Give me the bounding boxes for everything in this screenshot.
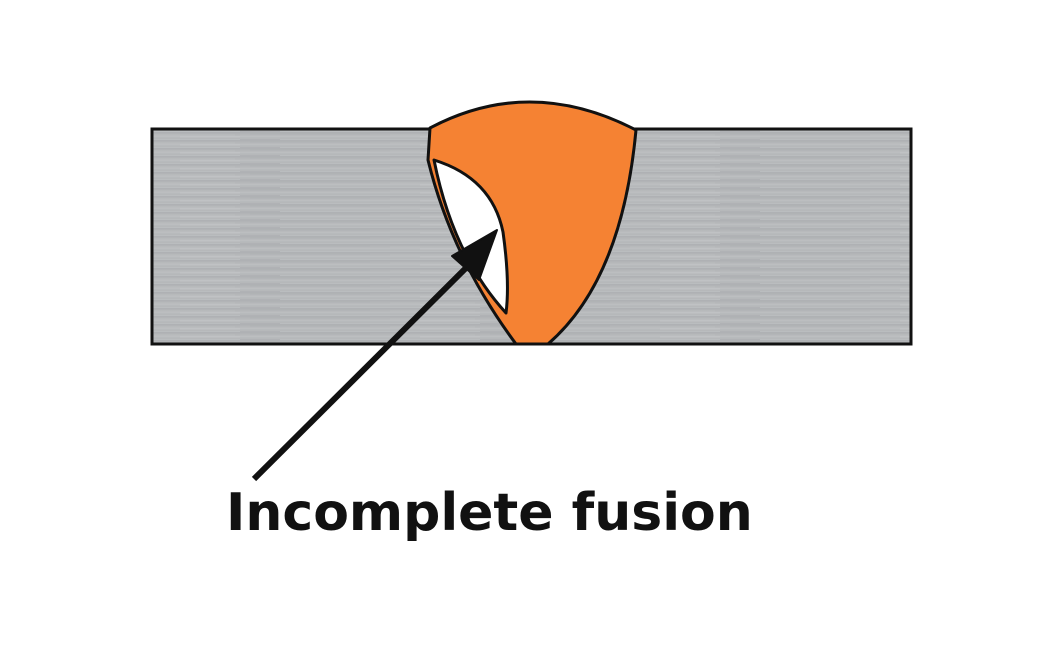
- weld-bead: [426, 100, 638, 346]
- incomplete-fusion-void: [432, 158, 509, 315]
- pointer-arrow-head: [451, 229, 498, 281]
- pointer-arrow-shaft: [251, 249, 485, 482]
- diagram-caption: Incomplete fusion: [226, 483, 753, 543]
